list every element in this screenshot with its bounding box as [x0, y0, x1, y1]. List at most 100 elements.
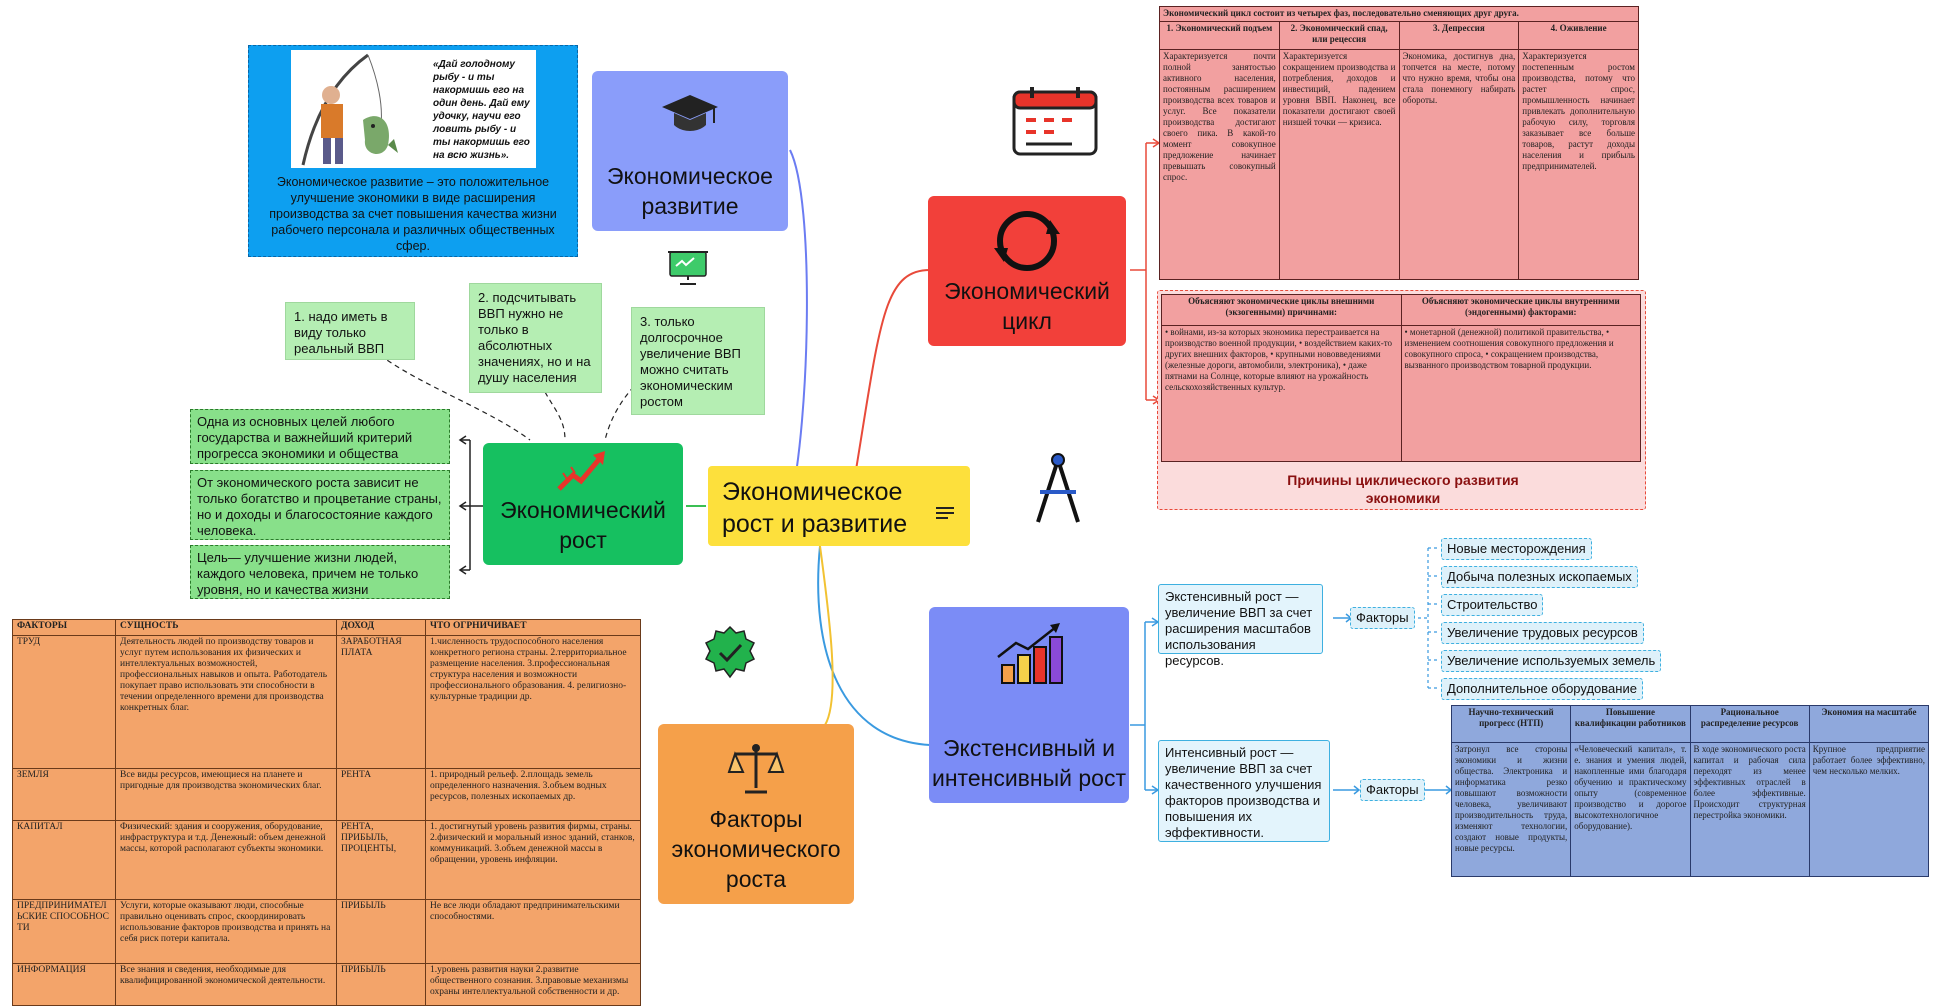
intensive-factors-table: Научно-технический прогресс (НТП) Повыше…	[1450, 705, 1930, 877]
topic-development[interactable]: Экономическое развитие	[592, 71, 788, 231]
cycle-phase-header: 3. Депрессия	[1398, 21, 1520, 50]
central-topic[interactable]: Экономическое рост и развитие	[708, 466, 970, 546]
ext-factor-tag[interactable]: Новые месторождения	[1441, 538, 1592, 560]
cycle-table-title: Экономический цикл состоит из четырех фа…	[1159, 5, 1639, 23]
topic-cycle[interactable]: Экономический цикл	[928, 196, 1126, 346]
factors-cell: Физический: здания и сооружения, оборудо…	[115, 820, 337, 901]
factors-cell: ЗАРАБОТНАЯ ПЛАТА	[336, 635, 426, 770]
ext-factor-tag[interactable]: Добыча полезных ископаемых	[1441, 566, 1638, 588]
ext-factor-text: Добыча полезных ископаемых	[1447, 569, 1632, 584]
factors-cell: Услуги, которые оказывают люди, способны…	[115, 899, 337, 965]
factors-cell: ЗЕМЛЯ	[12, 768, 116, 822]
ext-factor-tag[interactable]: Дополнительное оборудование	[1441, 678, 1643, 700]
scales-icon	[727, 742, 785, 803]
development-quote: «Дай голодному рыбу - и ты накормишь его…	[433, 59, 530, 161]
factors-cell: ПРИБЫЛЬ	[336, 899, 426, 965]
intensive-factors-text: Факторы	[1366, 782, 1419, 797]
ext-factor-text: Увеличение трудовых ресурсов	[1447, 625, 1638, 640]
growth-goal-1-text: Одна из основных целей любого государств…	[197, 414, 413, 461]
growth-note-3: 3. только долгосрочное увеличение ВВП мо…	[631, 307, 765, 415]
presentation-board-icon	[666, 248, 710, 293]
development-definition: Экономическое развитие – это положительн…	[269, 175, 557, 253]
factors-cell: 1. природный рельеф. 2.площадь земель оп…	[425, 768, 641, 822]
causes-header: Объясняют экономические циклы внутренним…	[1400, 294, 1641, 326]
topic-growth[interactable]: Экономический рост	[483, 443, 683, 565]
growth-goal-3: Цель— улучшение жизни людей, каждого чел…	[190, 545, 450, 599]
factors-cell: 1.уровень развития науки 2.развитие обще…	[425, 963, 641, 1006]
factors-table: ФАКТОРЫ СУЩНОСТЬ ДОХОД ЧТО ОГРНИЧИВАЕТ Т…	[12, 618, 641, 1006]
cycle-phases-table: Экономический цикл состоит из четырех фа…	[1159, 5, 1639, 280]
factors-cell: Не все люди обладают предпринимательским…	[425, 899, 641, 965]
intensive-growth-text: Интенсивный рост — увеличение ВВП за сче…	[1165, 745, 1322, 840]
causes-cell: • войнами, из-за которых экономика перес…	[1161, 325, 1402, 462]
factors-cell: КАПИТАЛ	[12, 820, 116, 901]
causes-table: Объясняют экономические циклы внешними (…	[1161, 294, 1641, 462]
cycle-phase-cell: Характеризуется сокращением производства…	[1278, 49, 1400, 280]
ext-factor-tag[interactable]: Увеличение используемых земель	[1441, 650, 1662, 672]
cycle-phase-header: 4. Оживление	[1518, 21, 1639, 50]
ext-factor-text: Новые месторождения	[1447, 541, 1586, 556]
factors-cell: Все знания и сведения, необходимые для к…	[115, 963, 337, 1006]
growth-note-2-text: 2. подсчитывать ВВП нужно не только в аб…	[478, 290, 591, 385]
intensive-growth-note: Интенсивный рост — увеличение ВВП за сче…	[1158, 740, 1330, 842]
factors-cell: 1.численность трудоспособного населения …	[425, 635, 641, 770]
causes-header: Объясняют экономические циклы внешними (…	[1161, 294, 1402, 326]
causes-cell: • монетарной (денежной) политикой правит…	[1400, 325, 1641, 462]
int-factor-cell: «Человеческий капитал», т. е. знания и у…	[1570, 742, 1691, 877]
ext-factor-text: Увеличение используемых земель	[1447, 653, 1656, 668]
factors-cell: РЕНТА	[336, 768, 426, 822]
development-note: «Дай голодному рыбу - и ты накормишь его…	[248, 45, 578, 257]
intensive-factors-label[interactable]: Факторы	[1360, 779, 1425, 801]
topic-factors-label: Факторы экономического роста	[671, 806, 841, 892]
factors-header: ФАКТОРЫ	[12, 618, 116, 637]
graduation-cap-icon	[660, 93, 720, 144]
growth-note-1: 1. надо иметь в виду только реальный ВВП	[285, 302, 415, 360]
factors-cell: ПРЕДПРИНИМАТЕЛЬСКИЕ СПОСОБНОСТИ	[12, 899, 116, 965]
growth-goal-2-text: От экономического роста зависит не тольк…	[197, 475, 442, 538]
growth-goal-3-text: Цель— улучшение жизни людей, каждого чел…	[197, 550, 419, 597]
bar-chart-icon	[994, 623, 1064, 694]
int-factor-header: Повышение квалификации работников	[1570, 705, 1691, 743]
growth-goal-1: Одна из основных целей любого государств…	[190, 409, 450, 464]
factors-header: ДОХОД	[336, 618, 426, 637]
growth-note-3-text: 3. только долгосрочное увеличение ВВП мо…	[640, 314, 741, 409]
factors-cell: ПРИБЫЛЬ	[336, 963, 426, 1006]
causes-container: Объясняют экономические циклы внешними (…	[1157, 290, 1646, 510]
topic-factors[interactable]: Факторы экономического роста	[658, 724, 854, 904]
factors-cell: РЕНТА, ПРИБЫЛЬ, ПРОЦЕНТЫ,	[336, 820, 426, 901]
fishing-illustration: «Дай голодному рыбу - и ты накормишь его…	[291, 50, 536, 168]
int-factor-cell: Затронул все стороны экономики и жизни о…	[1450, 742, 1572, 877]
central-topic-label: Экономическое рост и развитие	[722, 478, 908, 538]
int-factor-header: Рациональное распределение ресурсов	[1689, 705, 1810, 743]
cycle-phase-header: 2. Экономический спад, или рецессия	[1278, 21, 1400, 50]
chart-up-arrow-icon	[555, 449, 611, 500]
compass-icon	[1030, 452, 1086, 531]
check-badge-icon	[702, 625, 758, 686]
cycle-phase-header: 1. Экономический подъем	[1159, 21, 1280, 50]
factors-header: СУЩНОСТЬ	[115, 618, 337, 637]
ext-factor-tag[interactable]: Увеличение трудовых ресурсов	[1441, 622, 1644, 644]
factors-cell: ТРУД	[12, 635, 116, 770]
ext-factor-text: Дополнительное оборудование	[1447, 681, 1637, 696]
topic-extensive-label: Экстенсивный и интенсивный рост	[932, 735, 1126, 791]
factors-cell: Деятельность людей по производству товар…	[115, 635, 337, 770]
cycle-arrows-icon	[990, 208, 1064, 281]
notes-icon	[934, 497, 956, 519]
topic-development-label: Экономическое развитие	[607, 163, 773, 219]
cycle-phase-cell: Экономика, достигнув дна, топчется на ме…	[1398, 49, 1520, 280]
factors-cell: Все виды ресурсов, имеющиеся на планете …	[115, 768, 337, 822]
cycle-phase-cell: Характеризуется почти полной занятостью …	[1159, 49, 1280, 280]
extensive-factors-text: Факторы	[1356, 610, 1409, 625]
factors-header: ЧТО ОГРНИЧИВАЕТ	[425, 618, 641, 637]
factors-cell: ИНФОРМАЦИЯ	[12, 963, 116, 1006]
int-factor-cell: Крупное предприятие работает более эффек…	[1808, 742, 1930, 877]
extensive-factors-label[interactable]: Факторы	[1350, 607, 1415, 629]
cycle-phase-cell: Характеризуется постепенным ростом произ…	[1518, 49, 1639, 280]
int-factor-cell: В ходе экономического роста капитал и ра…	[1689, 742, 1810, 877]
topic-cycle-label: Экономический цикл	[944, 278, 1110, 334]
topic-extensive[interactable]: Экстенсивный и интенсивный рост	[929, 607, 1129, 803]
ext-factor-text: Строительство	[1447, 597, 1538, 612]
extensive-growth-text: Экстенсивный рост — увеличение ВВП за сч…	[1165, 589, 1313, 668]
int-factor-header: Экономия на масштабе	[1808, 705, 1930, 743]
ext-factor-tag[interactable]: Строительство	[1441, 594, 1544, 616]
